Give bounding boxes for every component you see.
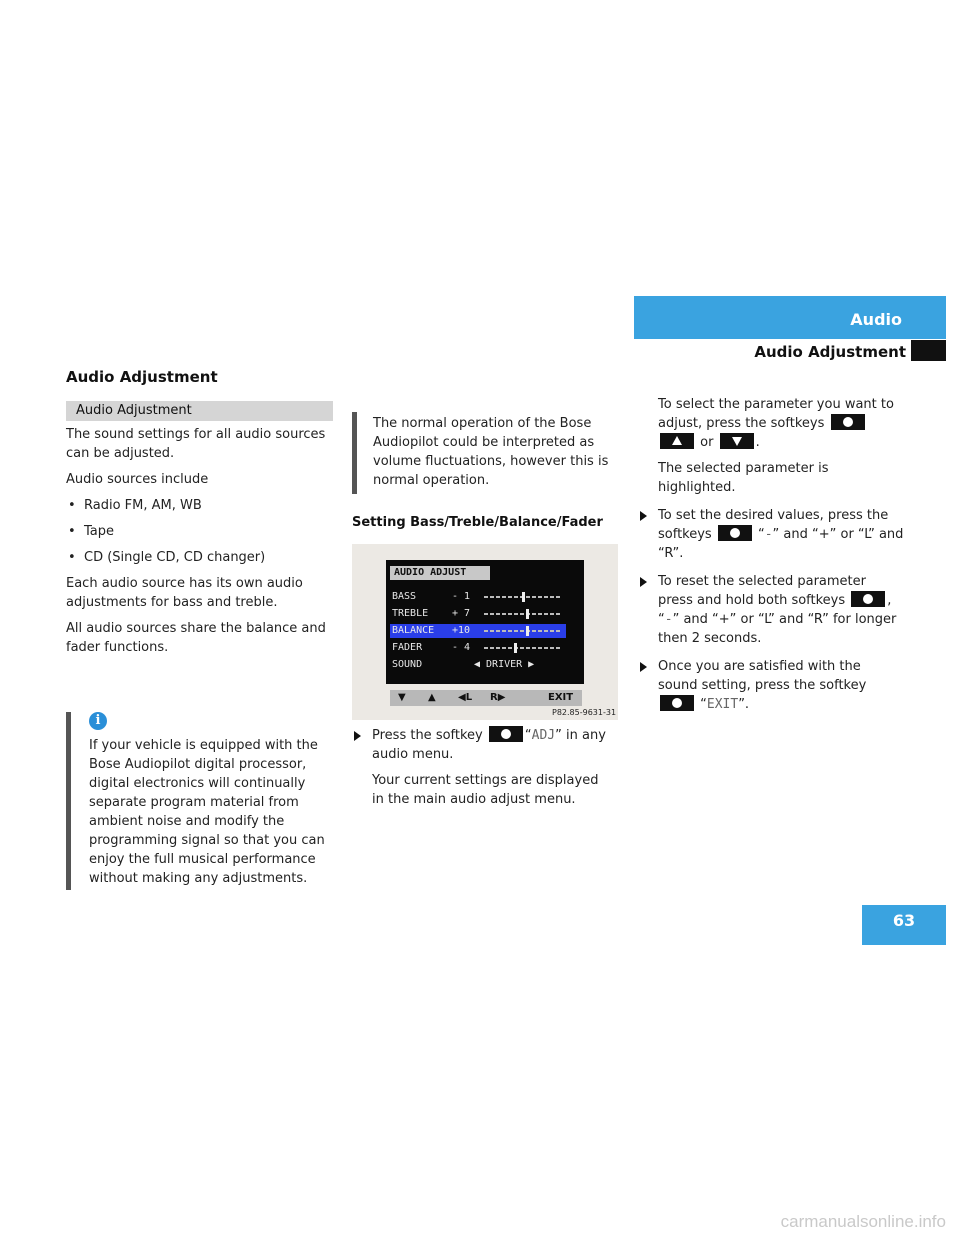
list-item: CD (Single CD, CD changer): [66, 548, 334, 567]
display-screenshot: AUDIO ADJUST BASS- 1 TREBLE+ 7 BALANCE+1…: [352, 544, 618, 720]
screen-row-bass: BASS- 1: [390, 590, 566, 604]
step-1-result: Your current settings are displayed in t…: [372, 773, 599, 807]
softkey-icon: [830, 414, 865, 430]
up-arrow-icon: [660, 433, 694, 449]
softkey-exit: EXIT: [548, 692, 574, 703]
page-number-tab: 63: [862, 905, 946, 945]
list-item: Radio FM, AM, WB: [66, 496, 334, 515]
screen-title: AUDIO ADJUST: [390, 566, 490, 580]
info-bar: [66, 712, 71, 890]
figure-code: P82.85-9631-31: [552, 708, 617, 717]
section-tab: Audio: [634, 296, 946, 339]
column-1: The sound settings for all audio sources…: [66, 425, 334, 657]
page-number: 63: [892, 911, 916, 930]
screen-softkeys: ▼ ▲ ◀L R▶ EXIT: [390, 690, 582, 706]
paragraph: Each audio source has its own audio adju…: [66, 576, 303, 610]
section-title: Audio: [850, 310, 902, 329]
softkey-icon: [488, 726, 523, 742]
screen-row-balance: BALANCE+10: [390, 624, 566, 638]
screen-row-fader: FADER- 4: [390, 641, 566, 655]
screen-row-sound: SOUND◀ DRIVER ▶: [392, 659, 535, 670]
heading-bar: Audio Adjustment: [66, 401, 333, 421]
info-text: If your vehicle is equipped with the Bos…: [89, 738, 325, 886]
paragraph: All audio sources share the balance and …: [66, 621, 326, 655]
screen-row-treble: TREBLE+ 7: [390, 607, 566, 621]
page-title: Audio Adjustment: [66, 368, 218, 386]
softkey-icon: [660, 695, 694, 711]
select-instruction: To select the parameter you want to adju…: [658, 397, 894, 450]
softkey-left: ◀L: [458, 692, 473, 703]
softkey-icon: [851, 591, 886, 607]
softkey-up: ▲: [428, 692, 436, 703]
note-bar: [352, 412, 357, 494]
info-icon: i: [89, 712, 107, 730]
down-arrow-icon: [719, 433, 754, 449]
list-item: Tape: [66, 522, 334, 541]
subsection-title: Audio Adjustment: [754, 343, 906, 361]
header-marker: [911, 340, 946, 361]
paragraph: Audio sources include: [66, 472, 209, 487]
step-2: To set the desired values, press the sof…: [638, 506, 904, 563]
column-2-steps: Press the softkey “ADJ” in any audio men…: [352, 726, 614, 809]
softkey-icon: [717, 525, 752, 541]
step-3: To reset the selected parameter press an…: [638, 572, 904, 648]
softkey-down: ▼: [398, 692, 406, 703]
note-text: The normal operation of the Bose Audiopi…: [373, 416, 609, 488]
display-screen: AUDIO ADJUST BASS- 1 TREBLE+ 7 BALANCE+1…: [386, 560, 584, 684]
watermark: carmanualsonline.info: [780, 1212, 946, 1231]
step-1: Press the softkey “ADJ” in any audio men…: [352, 726, 614, 764]
selected-note: The selected parameter is highlighted.: [658, 461, 829, 495]
step-4: Once you are satisfied with the sound se…: [638, 657, 904, 714]
paragraph: The sound settings for all audio sources…: [66, 427, 326, 461]
softkey-right: R▶: [490, 692, 506, 703]
subheading: Setting Bass/Treble/Balance/Fader: [352, 515, 603, 530]
column-3: To select the parameter you want to adju…: [638, 395, 904, 714]
